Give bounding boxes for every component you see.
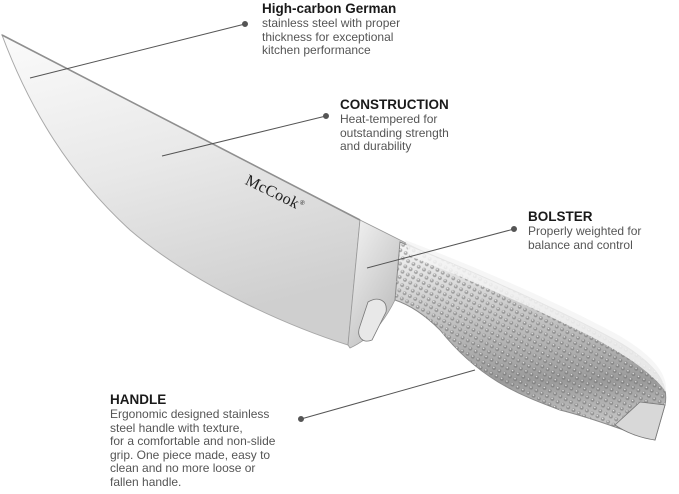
callout-construction: CONSTRUCTION Heat-tempered for outstandi…: [340, 97, 490, 154]
callout-title: BOLSTER: [528, 209, 593, 224]
callout-description: Properly weighted for balance and contro…: [528, 224, 642, 252]
callout-title: HANDLE: [110, 392, 167, 407]
callout-description: Ergonomic designed stainless steel handl…: [110, 407, 276, 489]
callout-title: High-carbon German: [262, 1, 397, 16]
callout-title: CONSTRUCTION: [340, 97, 449, 112]
callout-description: Heat-tempered for outstanding strength a…: [340, 112, 449, 153]
callout-bolster: BOLSTER Properly weighted for balance an…: [528, 209, 678, 252]
leader-lines: [29, 21, 517, 422]
callout-description: stainless steel with proper thickness fo…: [262, 16, 401, 57]
callout-high-carbon-german: High-carbon German stainless steel with …: [262, 1, 462, 58]
blade: [1, 33, 361, 346]
callout-handle: HANDLE Ergonomic designed stainless stee…: [110, 392, 300, 489]
